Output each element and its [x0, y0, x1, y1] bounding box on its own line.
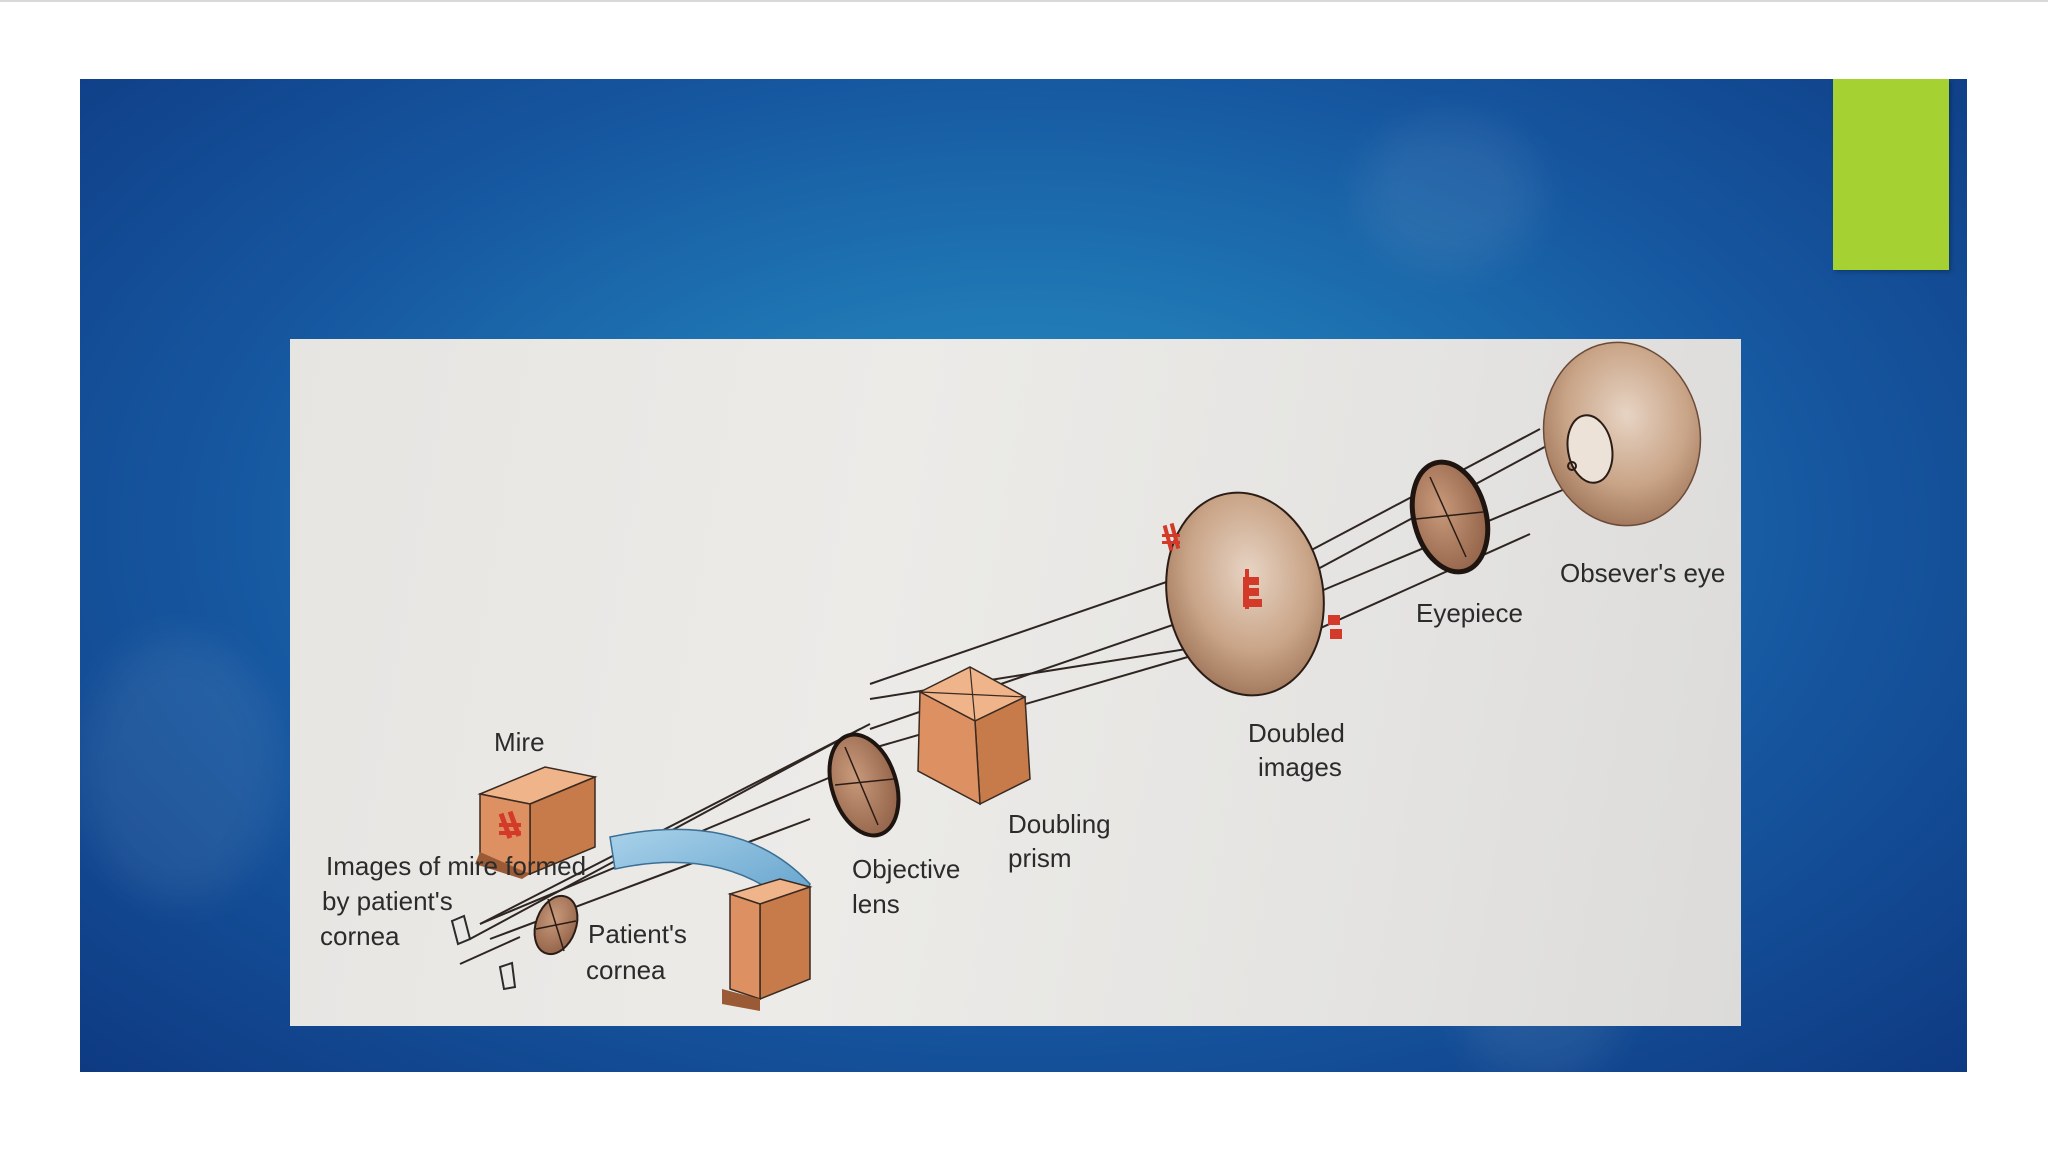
top-border-line — [0, 0, 2048, 2]
accent-rectangle — [1833, 79, 1949, 270]
label-images-line1: Images of mire formed — [326, 851, 586, 881]
mire-image-small — [500, 963, 515, 989]
label-doubled-line2: images — [1258, 752, 1342, 782]
label-doubled-line1: Doubled — [1248, 718, 1345, 748]
label-objective-line1: Objective — [852, 854, 960, 884]
observers-eye-sphere — [1529, 339, 1715, 538]
label-observers-eye: Obsever's eye — [1560, 558, 1725, 588]
label-mire: Mire — [494, 727, 545, 757]
doubling-prism — [918, 667, 1030, 804]
label-patients-cornea-line2: cornea — [586, 955, 666, 985]
lower-block — [722, 879, 810, 1011]
label-doubling-line2: prism — [1008, 843, 1072, 873]
bokeh-glow — [1360, 119, 1540, 269]
mire-image-small — [452, 916, 470, 944]
label-doubling-line1: Doubling — [1008, 809, 1111, 839]
label-eyepiece: Eyepiece — [1416, 598, 1523, 628]
label-images-line2: by patient's — [322, 886, 453, 916]
slide-background: Mire Images of mire formed by patient's … — [80, 79, 1967, 1072]
keratometer-diagram-photo: Mire Images of mire formed by patient's … — [290, 339, 1741, 1026]
label-patients-cornea-line1: Patient's — [588, 919, 687, 949]
label-objective-line2: lens — [852, 889, 900, 919]
eyepiece-lens — [1401, 454, 1500, 581]
label-images-line3: cornea — [320, 921, 400, 951]
bokeh-glow — [80, 639, 280, 899]
keratometer-diagram: Mire Images of mire formed by patient's … — [290, 339, 1741, 1026]
